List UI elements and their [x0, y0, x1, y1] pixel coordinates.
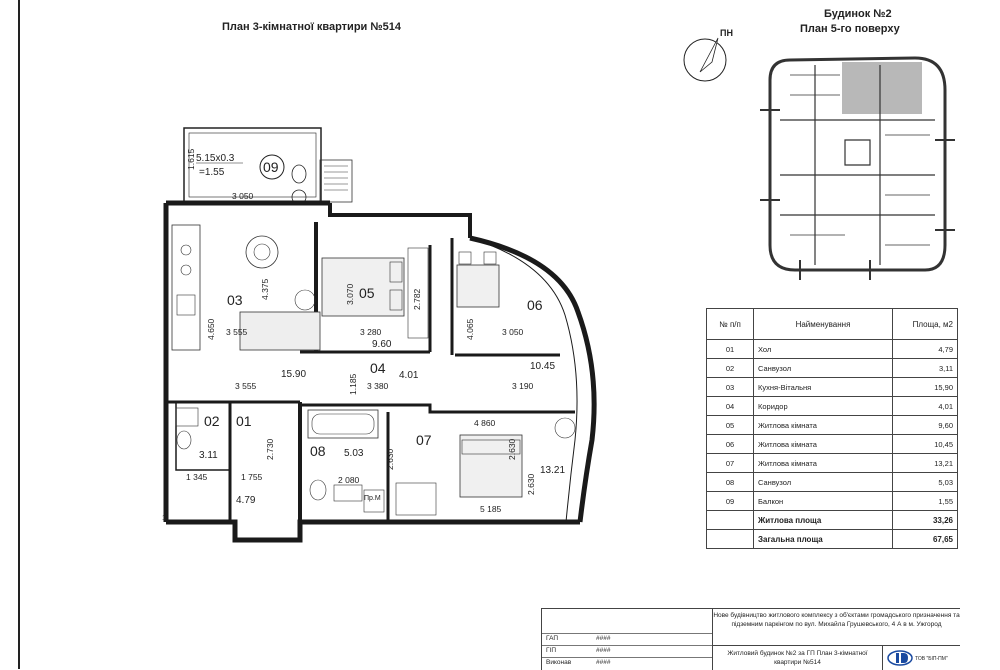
stamp-gap-label: ГАП [546, 635, 559, 642]
room-04-area: 4.01 [399, 370, 419, 381]
svg-text:1.185: 1.185 [348, 373, 358, 395]
room-02-area: 3.11 [199, 450, 218, 461]
svg-text:4.650: 4.650 [206, 318, 216, 340]
building-title: Будинок №2 [824, 8, 892, 20]
stamp-author-value: #### [596, 659, 611, 666]
svg-text:4.375: 4.375 [260, 278, 270, 300]
room-05-area: 9.60 [372, 339, 392, 350]
company-logo-icon [887, 650, 913, 666]
company-name: ТОВ "БІП-ПМ" [915, 656, 948, 662]
plan-title: План 3-кімнатної квартири №514 [222, 21, 401, 33]
svg-text:2.630: 2.630 [507, 438, 517, 460]
balcony-size: 5.15x0.3 [196, 153, 235, 164]
svg-text:4 860: 4 860 [474, 418, 496, 428]
room-03-number: 03 [227, 292, 243, 308]
dimension-labels: 3 050 1.615 4.650 3 555 3 555 3 280 3.07… [162, 148, 536, 522]
bed-room-06 [456, 251, 500, 308]
svg-text:2.782: 2.782 [412, 288, 422, 310]
room-06-number: 06 [527, 297, 543, 313]
stamp-author-label: Виконав [546, 659, 572, 666]
stamp-gap-value: #### [596, 635, 611, 642]
room-08-area: 5.03 [344, 448, 364, 459]
legend-head-num: № п/п [706, 308, 754, 340]
bed-room-07 [395, 417, 576, 516]
room-08-number: 08 [310, 443, 326, 459]
legend-head-name: Найменування [753, 308, 893, 340]
stamp-gip-value: #### [596, 647, 611, 654]
room-09-area: =1.55 [199, 167, 225, 178]
company-logo: ТОВ "БІП-ПМ" [882, 646, 961, 670]
svg-text:1: 1 [162, 515, 166, 522]
svg-text:Пр.М: Пр.М [364, 495, 381, 502]
svg-text:3 280: 3 280 [360, 327, 382, 337]
apartment-walls [163, 200, 597, 543]
svg-text:3 380: 3 380 [367, 381, 389, 391]
room-09-number: 09 [263, 159, 279, 175]
room-06-area: 10.45 [530, 361, 555, 372]
room-04-number: 04 [370, 360, 386, 376]
svg-text:1 755: 1 755 [241, 472, 263, 482]
svg-text:1.615: 1.615 [186, 148, 196, 170]
svg-text:3 555: 3 555 [226, 327, 248, 337]
floor-title: План 5-го поверху [800, 23, 900, 35]
svg-text:3 050: 3 050 [232, 191, 254, 201]
svg-text:3 555: 3 555 [235, 381, 257, 391]
svg-text:3 190: 3 190 [512, 381, 534, 391]
bathroom-02 [175, 407, 199, 450]
room-05-number: 05 [359, 285, 375, 301]
room-07-area: 13.21 [540, 465, 565, 476]
room-03-area: 15.90 [281, 369, 306, 380]
svg-text:3.070: 3.070 [345, 283, 355, 305]
stamp-gip-label: ГІП [546, 647, 556, 654]
svg-text:5 185: 5 185 [480, 504, 502, 514]
north-label: ПН [720, 28, 733, 38]
title-block: ГАП #### ГІП #### Виконав #### Нове будівни… [541, 608, 960, 670]
bathroom-08 [307, 409, 385, 513]
svg-text:3 050: 3 050 [502, 327, 524, 337]
room-02-number: 02 [204, 413, 220, 429]
sheet-frame-left [18, 0, 20, 669]
north-arrow-icon: ПН [683, 28, 733, 82]
svg-text:2 080: 2 080 [338, 475, 360, 485]
kitchen-counter [171, 224, 321, 351]
svg-text:2.630: 2.630 [385, 448, 395, 470]
room-07-number: 07 [416, 432, 432, 448]
room-01-area: 4.79 [236, 495, 256, 506]
svg-text:4.065: 4.065 [465, 318, 475, 340]
svg-text:2.630: 2.630 [526, 473, 536, 495]
room-01-number: 01 [236, 413, 252, 429]
key-floor-plan [760, 56, 955, 280]
legend-head-area: Площа, м2 [892, 308, 958, 340]
sheet-description: Житловий будинок №2 за ГП План 3-кімнатн… [712, 646, 882, 670]
svg-text:2.730: 2.730 [265, 438, 275, 460]
svg-text:1 345: 1 345 [186, 472, 208, 482]
project-description: Нове будівництво житлового комплексу з о… [712, 609, 960, 646]
bed-room-05 [321, 247, 429, 339]
